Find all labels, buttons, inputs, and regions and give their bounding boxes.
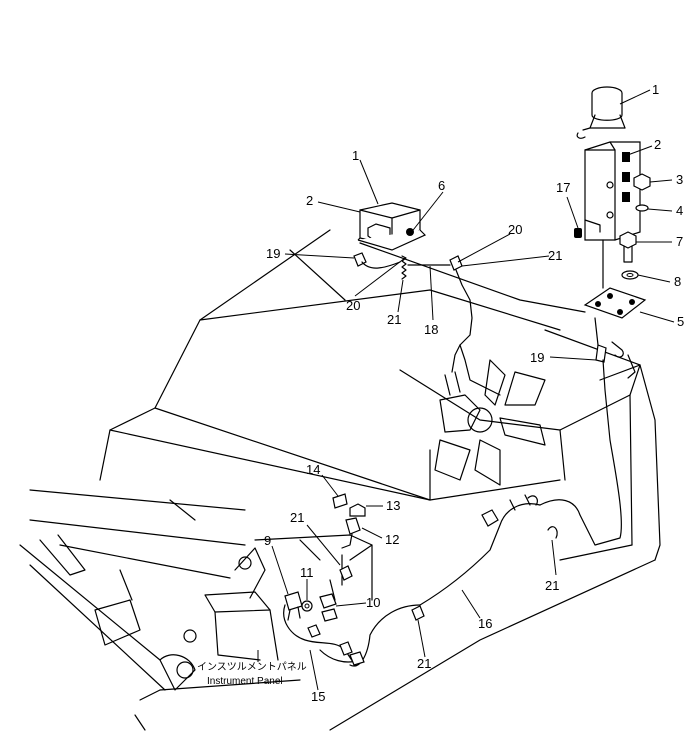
callout-1-right: 1 [652, 82, 659, 97]
callout-20-right: 20 [508, 222, 522, 237]
callout-21-lower-right: 21 [545, 578, 559, 593]
callout-2-right: 2 [654, 137, 661, 152]
callout-7: 7 [676, 234, 683, 249]
callout-16: 16 [478, 616, 492, 631]
callout-5: 5 [677, 314, 684, 329]
caption-japanese: インスツルメントパネル [197, 661, 307, 673]
callout-1-left: 1 [352, 148, 359, 163]
callout-21-bottom: 21 [417, 656, 431, 671]
callout-18: 18 [424, 322, 438, 337]
callout-19-right: 19 [530, 350, 544, 365]
engine-fan [434, 359, 546, 486]
callout-9: 9 [264, 533, 271, 548]
callout-3: 3 [676, 172, 683, 187]
callout-20-left: 20 [346, 298, 360, 313]
horn-assembly-right [574, 86, 651, 379]
callout-19-left: 19 [266, 246, 280, 261]
callout-labels: 1 2 3 4 7 8 5 17 1 2 6 19 20 21 18 20 21… [264, 82, 684, 704]
caption-english: Instrument Panel [207, 676, 283, 687]
callout-17: 17 [556, 180, 570, 195]
callout-12: 12 [385, 532, 399, 547]
callout-21-left: 21 [387, 312, 401, 327]
instrument-panel-caption: インスツルメントパネル Instrument Panel [197, 661, 307, 687]
leader-lines [257, 89, 675, 691]
horn-assembly-left [353, 202, 463, 280]
machine-outline [19, 229, 661, 731]
callout-21-dash: 21 [290, 510, 304, 525]
callout-6: 6 [438, 178, 445, 193]
callout-4: 4 [676, 203, 683, 218]
callout-15: 15 [311, 689, 325, 704]
callout-2-left: 2 [306, 193, 313, 208]
callout-11: 11 [300, 565, 314, 580]
callout-13: 13 [386, 498, 400, 513]
callout-14: 14 [306, 462, 320, 477]
dash-parts [284, 493, 366, 666]
callout-10: 10 [366, 595, 380, 610]
callout-21-top: 21 [548, 248, 562, 263]
callout-8: 8 [674, 274, 681, 289]
